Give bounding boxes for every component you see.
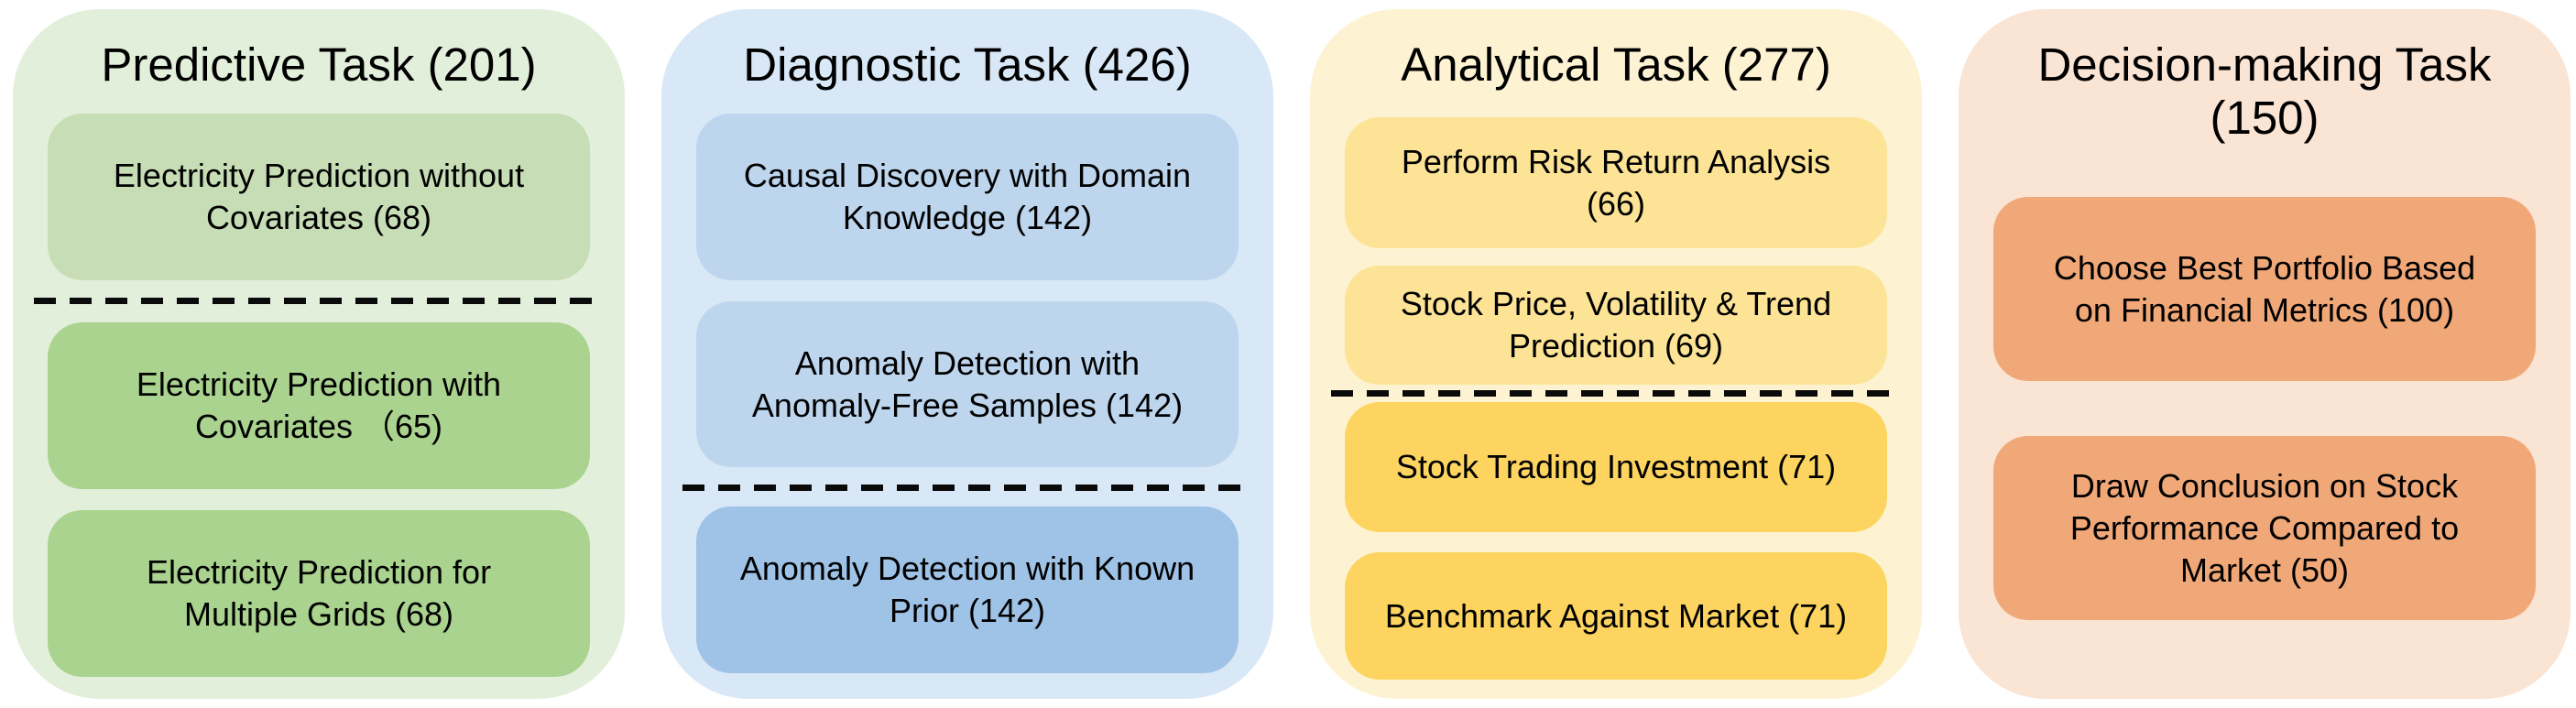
panel-analytical-task: Analytical Task (277) Perform Risk Retur… (1310, 9, 1922, 699)
task-box-label: Anomaly Detection with Anomaly-Free Samp… (751, 343, 1184, 424)
task-box-benchmark-against-market: Benchmark Against Market (71) (1345, 552, 1887, 680)
task-box-price-volatility-trend: Stock Price, Volatility & Trend Predicti… (1345, 266, 1887, 385)
panel-title-decision-making: Decision-making Task (150) (2037, 38, 2492, 144)
task-box-choose-best-portfolio: Choose Best Portfolio Based on Financial… (1993, 197, 2536, 381)
panel-decision-making-task: Decision-making Task (150) Choose Best P… (1959, 9, 2571, 699)
dashed-divider (1331, 390, 1901, 397)
task-box-anomaly-free-samples: Anomaly Detection with Anomaly-Free Samp… (696, 301, 1239, 467)
task-box-label: Stock Price, Volatility & Trend Predicti… (1400, 285, 1832, 365)
task-box-label: Benchmark Against Market (71) (1384, 596, 1848, 635)
task-box-causal-discovery: Causal Discovery with Domain Knowledge (… (696, 114, 1239, 280)
task-box-label: Electricity Prediction for Multiple Grid… (146, 553, 492, 633)
panel-diagnostic-task: Diagnostic Task (426) Causal Discovery w… (661, 9, 1273, 699)
panel-title-diagnostic: Diagnostic Task (426) (743, 38, 1192, 91)
task-box-electricity-without-covariates: Electricity Prediction without Covariate… (48, 114, 590, 280)
task-box-stock-trading-investment: Stock Trading Investment (71) (1345, 402, 1887, 532)
task-box-label: Stock Trading Investment (71) (1395, 448, 1837, 485)
task-box-draw-conclusion-stock-performance: Draw Conclusion on Stock Performance Com… (1993, 436, 2536, 620)
dashed-divider (682, 485, 1252, 491)
panel-title-analytical: Analytical Task (277) (1401, 38, 1831, 91)
task-box-label: Choose Best Portfolio Based on Financial… (2053, 248, 2476, 329)
task-box-electricity-multiple-grids: Electricity Prediction for Multiple Grid… (48, 510, 590, 677)
task-box-label: Electricity Prediction with Covariates （… (136, 365, 502, 445)
task-box-label: Perform Risk Return Analysis (66) (1401, 142, 1831, 223)
task-box-label: Draw Conclusion on Stock Performance Com… (2069, 466, 2460, 589)
task-box-electricity-with-covariates: Electricity Prediction with Covariates （… (48, 322, 590, 489)
task-box-label: Electricity Prediction without Covariate… (113, 157, 525, 236)
task-box-risk-return-analysis: Perform Risk Return Analysis (66) (1345, 117, 1887, 248)
task-box-label: Causal Discovery with Domain Knowledge (… (743, 157, 1192, 236)
panel-predictive-task: Predictive Task (201) Electricity Predic… (13, 9, 625, 699)
panel-title-predictive: Predictive Task (201) (101, 38, 537, 91)
task-box-anomaly-known-prior: Anomaly Detection with Known Prior (142) (696, 506, 1239, 673)
task-box-label: Anomaly Detection with Known Prior (142) (739, 550, 1195, 629)
dashed-divider (34, 298, 604, 304)
